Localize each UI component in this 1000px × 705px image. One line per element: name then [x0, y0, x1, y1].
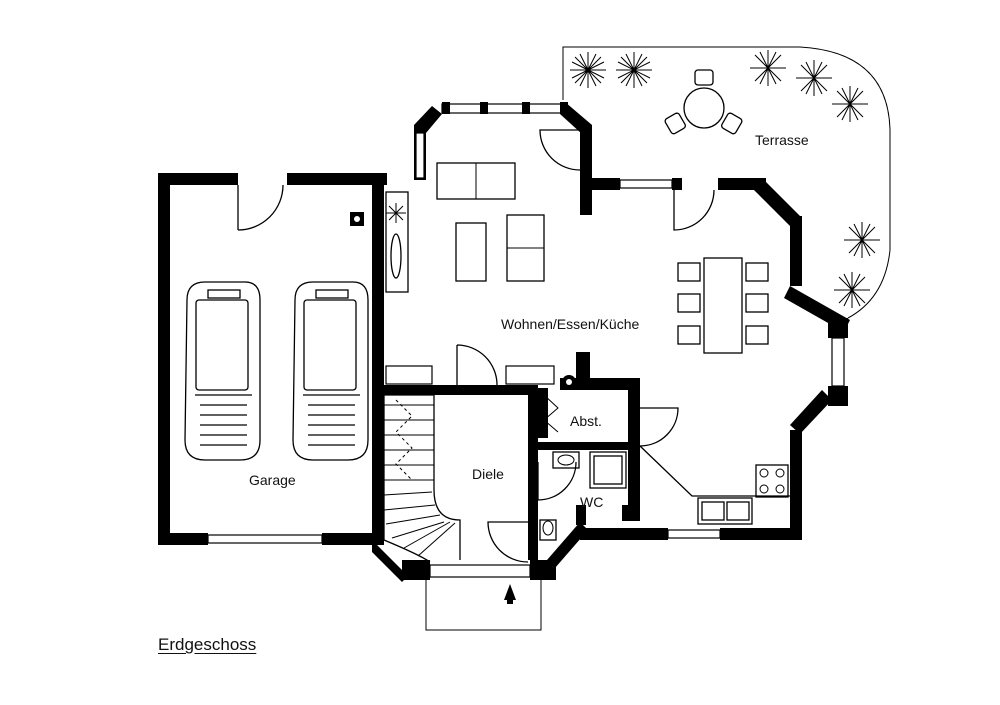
room-label-garage: Garage [249, 472, 296, 488]
plant-icon [386, 203, 406, 223]
wc-fixtures [539, 451, 627, 541]
plant-icon [570, 50, 880, 308]
terrace-table [664, 69, 743, 135]
dining-set [677, 257, 769, 354]
floor-caption: Erdgeschoss [158, 635, 257, 654]
kitchen-fixtures [639, 445, 790, 525]
terrace-area: Terrasse [562, 46, 891, 319]
garage-room: Garage [158, 173, 387, 545]
staircase [383, 394, 461, 563]
room-label-diele: Diele [472, 466, 504, 482]
room-label-wc: WC [580, 494, 603, 510]
room-label-terrasse: Terrasse [755, 132, 809, 148]
house-walls [372, 102, 850, 631]
living-furniture [385, 162, 545, 293]
storage-fixtures [543, 394, 559, 433]
room-label-wohnen: Wohnen/Essen/Küche [501, 316, 639, 332]
car-icon [292, 281, 369, 461]
car-icon [184, 281, 261, 461]
room-label-abst: Abst. [570, 413, 602, 429]
